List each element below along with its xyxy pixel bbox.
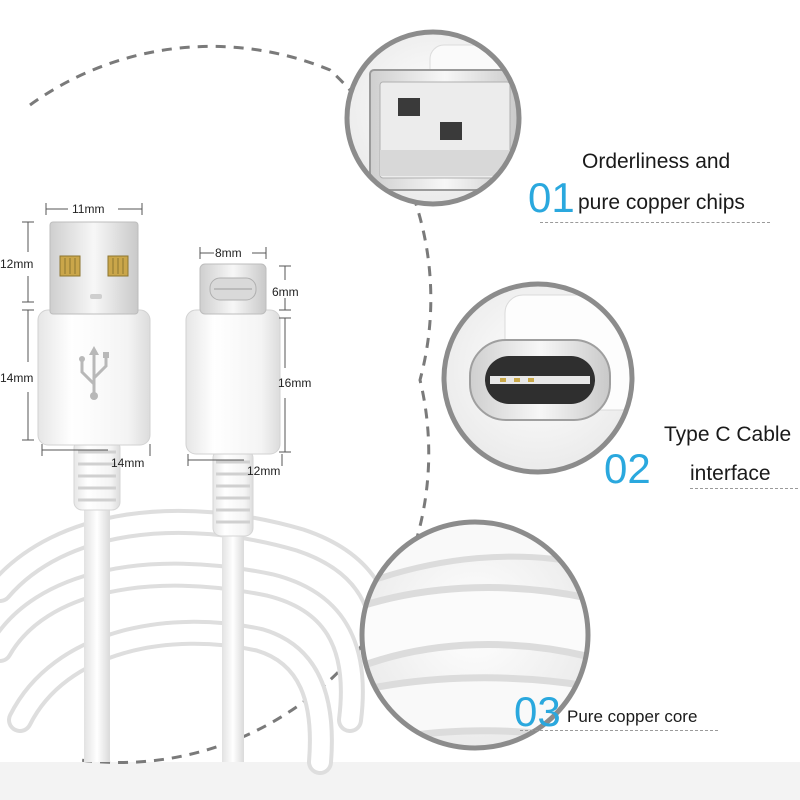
cable-coil xyxy=(0,508,395,775)
usb-c-connector xyxy=(185,263,281,762)
dim-usb-a-body-height: 14mm xyxy=(0,371,34,385)
bottom-strip xyxy=(0,762,800,800)
lens-type-c-closeup xyxy=(441,281,635,475)
feature-3-number: 03 xyxy=(514,688,561,735)
usb-c-strain-relief xyxy=(212,449,254,537)
feature-1-number: 01 xyxy=(528,174,575,221)
dim-usb-a-body-width: 14mm xyxy=(111,456,145,470)
feature-2-line-1: Type C Cable xyxy=(664,423,792,446)
lens-cable-closeup xyxy=(359,519,591,751)
dimension-lines xyxy=(22,203,291,466)
feature-1-line-2: pure copper chips xyxy=(578,191,745,214)
dim-type-c-width: 8mm xyxy=(215,246,242,260)
feature-3-line-1: Pure copper core xyxy=(567,707,698,726)
feature-2-underline xyxy=(690,488,798,489)
dim-usb-a-plug-height: 12mm xyxy=(0,257,34,271)
dim-type-c-plug-height: 6mm xyxy=(272,285,299,299)
feature-1-line-1: Orderliness and xyxy=(582,150,731,173)
feature-1-underline xyxy=(540,222,770,223)
feature-2-number: 02 xyxy=(604,445,651,492)
usb-a-connector xyxy=(37,221,151,762)
usb-symbol-icon xyxy=(79,346,109,400)
feature-2-line-2: interface xyxy=(690,462,771,485)
feature-3-underline xyxy=(520,730,718,731)
dim-usb-a-width: 11mm xyxy=(72,202,105,216)
usb-a-strain-relief xyxy=(73,439,121,511)
dim-type-c-body-width: 12mm xyxy=(247,464,281,478)
lens-usb-a-closeup xyxy=(344,29,522,207)
dim-type-c-body-height: 16mm xyxy=(278,376,312,390)
